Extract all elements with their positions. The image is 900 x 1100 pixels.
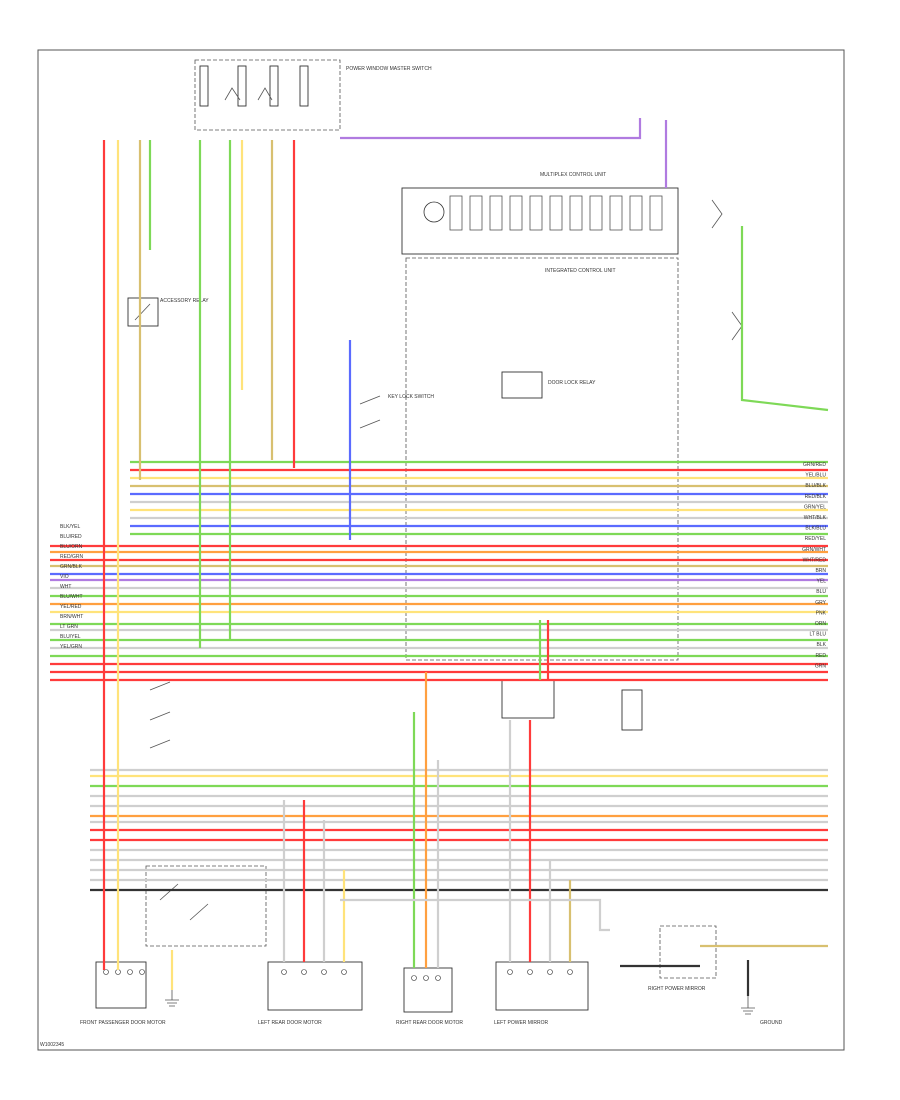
wire-color-label: WHT bbox=[60, 584, 71, 590]
wire-color-label: YEL/BLU bbox=[805, 473, 826, 479]
left-rear-door-motor: LEFT REAR DOOR MOTOR bbox=[258, 961, 363, 1026]
wire-color-label: PNK bbox=[816, 610, 827, 616]
key-lock-switch: KEY LOCK SWITCH bbox=[359, 394, 434, 429]
mirror-switch bbox=[145, 681, 267, 947]
wire-color-label: BLU/RED bbox=[60, 534, 82, 540]
wire bbox=[340, 118, 642, 140]
wire-color-label: YEL/RED bbox=[60, 604, 82, 610]
right-wire-labels: GRN/RED YEL/BLU BLU/BLK RED/BLK GRN/YEL WHT/B… bbox=[802, 462, 827, 669]
right-power-mirror: RIGHT POWER MIRROR bbox=[648, 925, 717, 992]
wire bbox=[740, 226, 829, 412]
accessory-relay: ACCESSORY RELAY bbox=[127, 297, 209, 327]
component-label: RIGHT REAR DOOR MOTOR bbox=[396, 1020, 463, 1026]
left-wire-labels: BLK/YEL BLU/RED BLU/ORN RED/GRN GRN/BLK VIO WH… bbox=[60, 524, 83, 650]
wire-color-label: BLK bbox=[817, 642, 827, 648]
ground-symbol: GROUND bbox=[741, 996, 783, 1026]
wire-color-label: BLK/YEL bbox=[60, 524, 81, 530]
integrated-control-unit: INTEGRATED CONTROL UNIT bbox=[405, 257, 679, 661]
wire-color-label: GRY bbox=[815, 600, 826, 606]
wire-color-label: RED bbox=[815, 653, 826, 659]
right-rear-door-motor: RIGHT REAR DOOR MOTOR bbox=[396, 967, 463, 1026]
door-lock-relay: DOOR LOCK RELAY bbox=[501, 371, 596, 399]
left-power-mirror: LEFT POWER MIRROR bbox=[494, 961, 589, 1026]
component-label: KEY LOCK SWITCH bbox=[388, 394, 434, 400]
multiplex-control-unit: MULTIPLEX CONTROL UNIT bbox=[401, 172, 679, 255]
wire-color-label: LT BLU bbox=[810, 632, 827, 638]
middle-junction bbox=[501, 679, 643, 731]
wire-color-label: BLU/YEL bbox=[60, 634, 81, 640]
wire-color-label: BLU/WHT bbox=[60, 594, 83, 600]
wire-color-label: BLK/BLU bbox=[805, 526, 826, 532]
wire-color-label: WHT/BLK bbox=[804, 515, 827, 521]
wire-color-label: BRN bbox=[815, 568, 826, 574]
component-label: ACCESSORY RELAY bbox=[160, 298, 209, 304]
wire-harness bbox=[50, 118, 829, 996]
wire-color-label: BLU/ORN bbox=[60, 544, 83, 550]
power-window-master-switch: POWER WINDOW MASTER SWITCH bbox=[194, 59, 432, 131]
ground-symbol-left bbox=[165, 990, 179, 1007]
wire-color-label: LT GRN bbox=[60, 624, 78, 630]
component-label: LEFT POWER MIRROR bbox=[494, 1020, 548, 1026]
wire-color-label: GRN bbox=[815, 663, 827, 669]
wire bbox=[340, 898, 610, 932]
wire-color-label: BLU bbox=[816, 589, 826, 595]
wire-color-label: VIO bbox=[60, 574, 69, 580]
wire-color-label: ORN bbox=[815, 621, 827, 627]
component-label: INTEGRATED CONTROL UNIT bbox=[545, 268, 616, 274]
footer-code: W1002345 bbox=[40, 1042, 64, 1048]
wire-color-label: BLU/BLK bbox=[805, 483, 826, 489]
wire-color-label: GRN/BLK bbox=[60, 564, 83, 570]
component-label: MULTIPLEX CONTROL UNIT bbox=[540, 172, 606, 178]
component-label: FRONT PASSENGER DOOR MOTOR bbox=[80, 1020, 166, 1026]
wire-color-label: RED/GRN bbox=[60, 554, 83, 560]
wire-color-label: WHT/RED bbox=[803, 557, 827, 563]
wire-color-label: YEL/GRN bbox=[60, 644, 82, 650]
component-label: LEFT REAR DOOR MOTOR bbox=[258, 1020, 322, 1026]
wire-color-label: BRN/WHT bbox=[60, 614, 83, 620]
component-label: DOOR LOCK RELAY bbox=[548, 380, 596, 386]
wire-color-label: GRN/WHT bbox=[802, 547, 826, 553]
wire-color-label: YEL bbox=[817, 579, 827, 585]
component-label: GROUND bbox=[760, 1020, 783, 1026]
component-label: POWER WINDOW MASTER SWITCH bbox=[346, 66, 432, 72]
wire-color-label: RED/BLK bbox=[805, 494, 827, 500]
wire-color-label: GRN/YEL bbox=[804, 504, 826, 510]
wire-color-label: RED/YEL bbox=[805, 536, 827, 542]
wire-color-label: GRN/RED bbox=[803, 462, 826, 468]
component-label: RIGHT POWER MIRROR bbox=[648, 986, 706, 992]
